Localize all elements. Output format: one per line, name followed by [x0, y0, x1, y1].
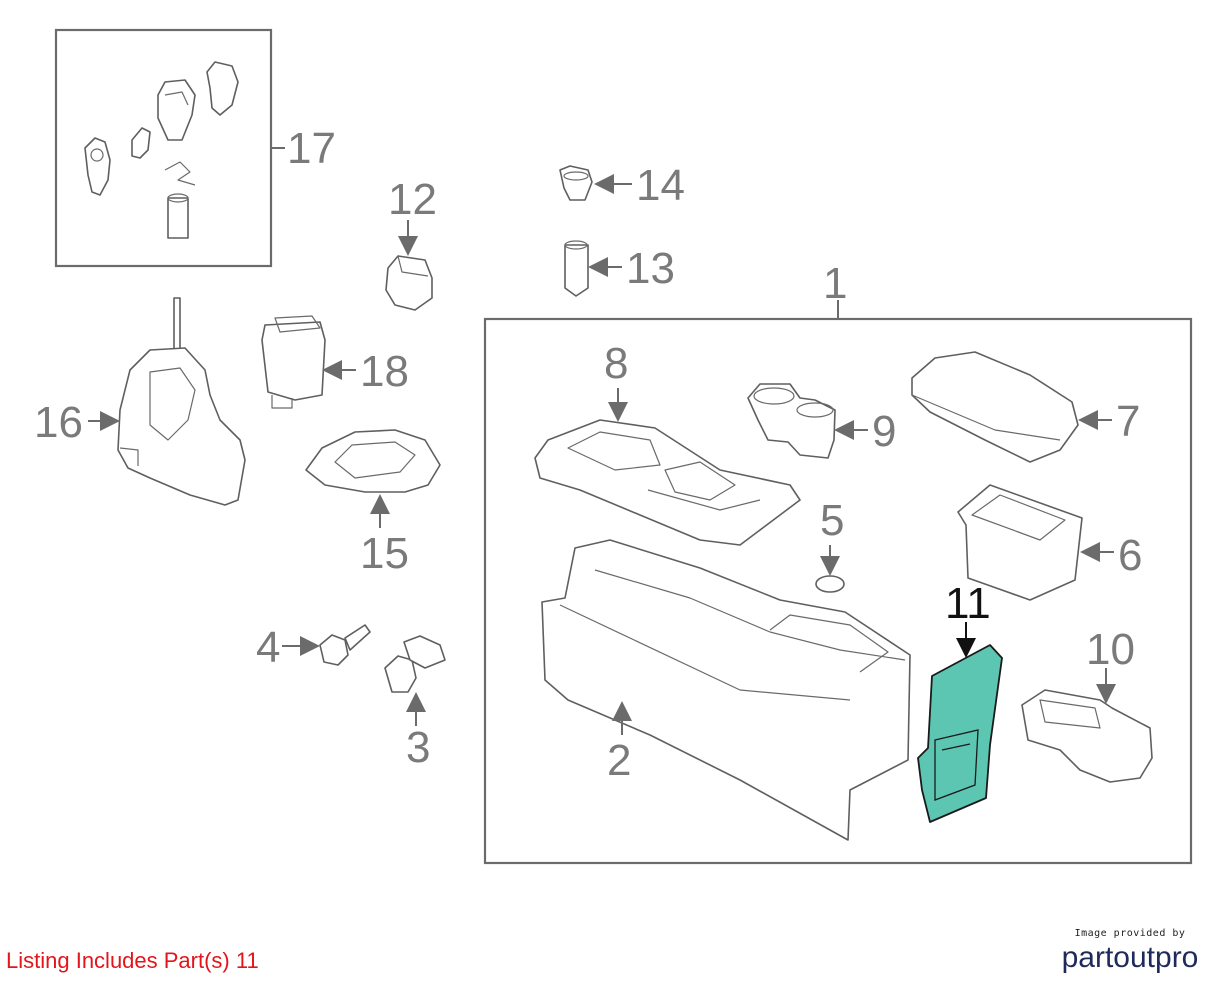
listing-includes-note: Listing Includes Part(s) 11	[6, 948, 259, 973]
provider-caption: Image provided by	[1074, 928, 1186, 939]
part-1-console-assembly: 1	[483, 259, 1193, 865]
part-8-console-panel: 8	[534, 339, 801, 546]
part-2-console-body: 2	[541, 539, 911, 841]
part-10-connector-block: 10	[1021, 625, 1153, 783]
callout-4: 4	[256, 623, 280, 672]
callout-8: 8	[604, 339, 628, 388]
part-16-shifter-assembly: 16	[34, 297, 246, 506]
callout-2: 2	[607, 736, 631, 785]
part-17-shift-knob-kit: 17	[54, 28, 336, 268]
part-9-cup-holder: 9	[747, 383, 896, 459]
callout-15: 15	[360, 529, 409, 578]
part-5-cap: 5	[815, 496, 845, 593]
callout-3: 3	[406, 723, 430, 772]
part-6-storage-bin: 6	[957, 484, 1142, 601]
part-11-side-trim-panel-highlighted: 11	[917, 579, 1003, 823]
callout-13: 13	[626, 244, 675, 293]
callout-10: 10	[1086, 625, 1135, 674]
part-13-plug: 13	[564, 240, 675, 297]
callout-14: 14	[636, 161, 685, 210]
callout-5: 5	[820, 496, 844, 545]
callout-7: 7	[1116, 397, 1140, 446]
part-15-shift-bezel: 15	[305, 429, 441, 578]
callout-6: 6	[1118, 531, 1142, 580]
part-18-switch: 18	[261, 315, 409, 409]
partoutpro-logo: partoutpro	[1061, 941, 1199, 974]
callout-17: 17	[287, 124, 336, 173]
callout-18: 18	[360, 347, 409, 396]
image-provider-credit: Image provided by partoutpro	[1050, 928, 1210, 975]
part-7-armrest-lid: 7	[911, 351, 1140, 463]
part-3-clip: 3	[384, 635, 446, 772]
part-12-connector: 12	[385, 175, 437, 311]
part-4-bolt: 4	[256, 623, 371, 672]
callout-9: 9	[872, 407, 896, 456]
callout-12: 12	[388, 175, 437, 224]
callout-16: 16	[34, 398, 83, 447]
part-14-socket: 14	[559, 161, 685, 210]
callout-11: 11	[945, 579, 991, 628]
callout-1: 1	[823, 259, 847, 308]
